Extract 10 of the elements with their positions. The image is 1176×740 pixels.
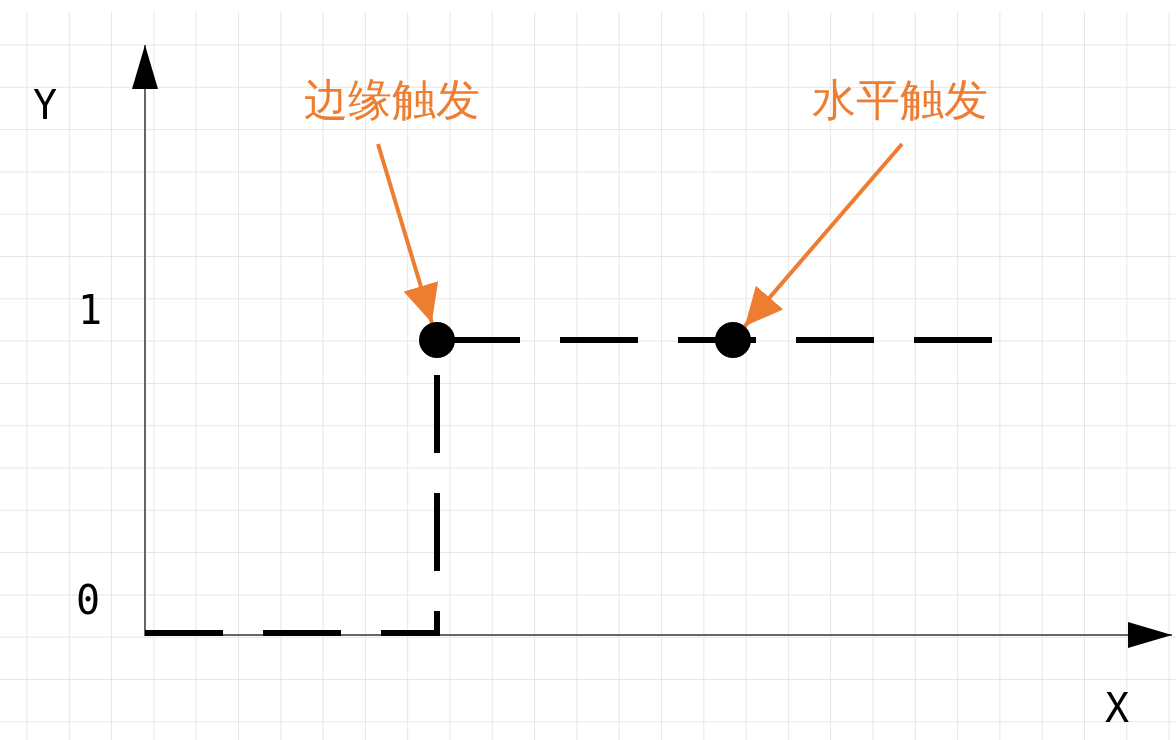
tick-label: 0 xyxy=(75,580,101,620)
arrow xyxy=(743,142,904,328)
annotation-label: 水平触发 xyxy=(812,78,988,122)
axis-label: Y xyxy=(32,85,58,125)
tick-label: 1 xyxy=(77,290,103,330)
axis-label: X xyxy=(1104,688,1130,728)
trigger-point xyxy=(419,322,455,358)
arrow xyxy=(376,143,439,324)
annotation-label: 边缘触发 xyxy=(304,78,480,122)
trigger-point xyxy=(715,322,751,358)
